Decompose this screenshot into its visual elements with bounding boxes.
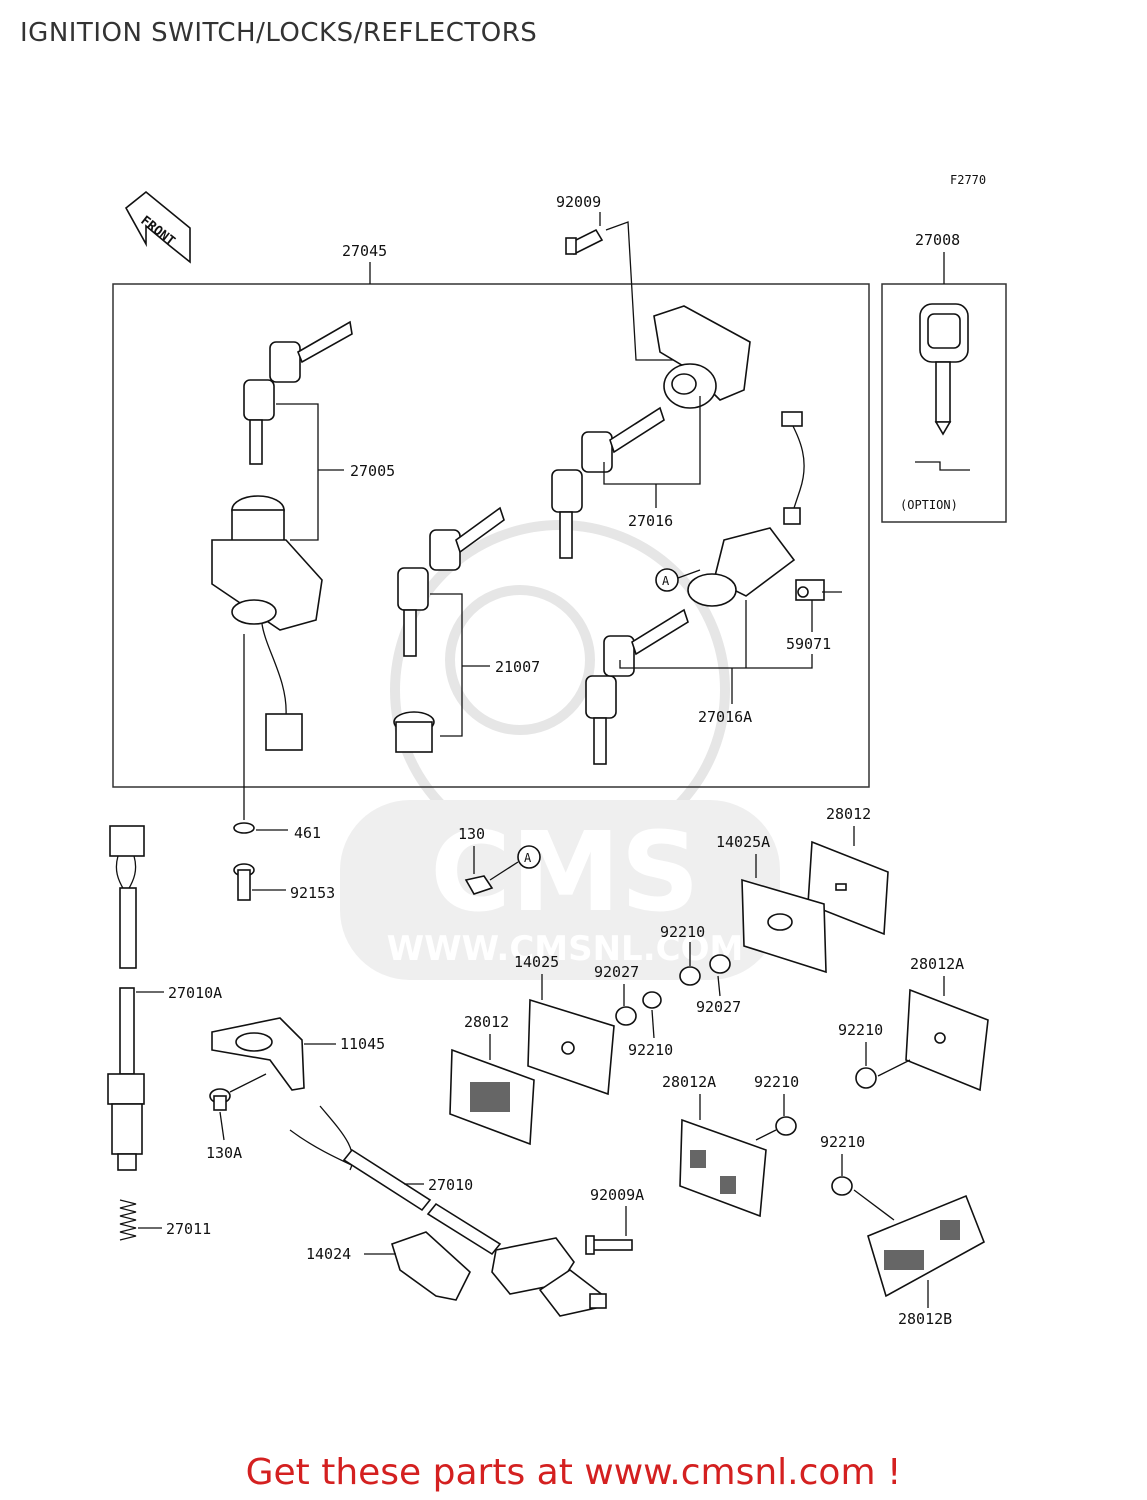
label-14025A: 14025A bbox=[716, 833, 770, 851]
cmsnl-watermark: CMS WWW.CMSNL.COM bbox=[340, 520, 780, 980]
helmet-lock-icon bbox=[687, 411, 805, 607]
figure-code: F2770 bbox=[950, 173, 986, 187]
label-27045: 27045 bbox=[342, 242, 387, 260]
label-27010A: 27010A bbox=[168, 984, 222, 1002]
callout-a-1 bbox=[655, 568, 679, 592]
label-92210-d: 92210 bbox=[754, 1073, 799, 1091]
label-11045: 11045 bbox=[340, 1035, 385, 1053]
label-27016: 27016 bbox=[628, 512, 673, 530]
key-set-27005-icon bbox=[243, 320, 353, 465]
screw-92009A-icon bbox=[585, 1235, 633, 1255]
seat-lock-actuator-icon bbox=[491, 1237, 607, 1317]
label-92009: 92009 bbox=[556, 193, 601, 211]
label-92153: 92153 bbox=[290, 884, 335, 902]
label-461: 461 bbox=[294, 824, 321, 842]
label-21007: 21007 bbox=[495, 658, 540, 676]
nut-92210-a-icon bbox=[679, 966, 701, 986]
label-92210-c: 92210 bbox=[628, 1041, 673, 1059]
washer-461-icon bbox=[233, 822, 255, 834]
callout-a-label-1: A bbox=[662, 574, 670, 588]
nut-92210-d-icon bbox=[775, 1116, 797, 1136]
key-set-27016A-icon bbox=[585, 608, 689, 765]
promo-link[interactable]: Get these parts at www.cmsnl.com ! bbox=[245, 1452, 902, 1493]
label-92210-b: 92210 bbox=[838, 1021, 883, 1039]
reflector-28012A-right-icon bbox=[905, 988, 989, 1092]
label-14025: 14025 bbox=[514, 953, 559, 971]
label-130A: 130A bbox=[206, 1144, 242, 1162]
spring-27011-icon bbox=[119, 1199, 137, 1241]
reflector-28012-mid-icon bbox=[449, 1048, 535, 1146]
bracket-11045-icon bbox=[211, 1017, 305, 1091]
clip-59071-icon bbox=[795, 579, 825, 601]
option-label: (OPTION) bbox=[900, 498, 958, 512]
callout-a-label-2: A bbox=[524, 851, 532, 865]
label-28012-mid: 28012 bbox=[464, 1013, 509, 1031]
reflector-28012A-mid-icon bbox=[679, 1118, 767, 1218]
bracket-14025-icon bbox=[527, 998, 615, 1096]
reflector-28012B-icon bbox=[867, 1194, 986, 1298]
front-arrow-icon: FRONT bbox=[124, 190, 191, 264]
cable-27010-icon bbox=[289, 1105, 502, 1256]
label-92210-e: 92210 bbox=[820, 1133, 865, 1151]
page-title: IGNITION SWITCH/LOCKS/REFLECTORS bbox=[20, 18, 538, 48]
screw-92009-icon bbox=[565, 228, 604, 256]
ignition-switch-icon bbox=[211, 495, 323, 751]
key-set-21007-icon bbox=[397, 506, 505, 657]
label-28012B: 28012B bbox=[898, 1310, 952, 1328]
label-27016A: 27016A bbox=[698, 708, 752, 726]
label-130: 130 bbox=[458, 825, 485, 843]
label-28012A-right: 28012A bbox=[910, 955, 964, 973]
option-key-icon bbox=[915, 303, 970, 471]
lock-cap-icon bbox=[393, 711, 435, 753]
label-92009A: 92009A bbox=[590, 1186, 644, 1204]
label-28012A-mid: 28012A bbox=[662, 1073, 716, 1091]
callout-a-2 bbox=[517, 845, 541, 869]
bolt-130A-icon bbox=[209, 1088, 231, 1111]
label-14024: 14024 bbox=[306, 1245, 351, 1263]
bolt-130-icon bbox=[464, 875, 494, 895]
kit-27045-box bbox=[112, 283, 870, 788]
watermark-url: WWW.CMSNL.COM bbox=[387, 929, 744, 969]
collar-92027-a-icon bbox=[615, 1006, 637, 1026]
screw-92153-icon bbox=[233, 863, 255, 901]
label-27011: 27011 bbox=[166, 1220, 211, 1238]
cover-14024-icon bbox=[391, 1231, 471, 1301]
label-28012-top: 28012 bbox=[826, 805, 871, 823]
seat-lock-bracket-icon bbox=[653, 305, 751, 409]
label-92027-b: 92027 bbox=[696, 998, 741, 1016]
label-27008: 27008 bbox=[915, 231, 960, 249]
connector-plug-icon bbox=[109, 825, 145, 969]
label-59071: 59071 bbox=[786, 635, 831, 653]
label-92210-a: 92210 bbox=[660, 923, 705, 941]
label-92027-a: 92027 bbox=[594, 963, 639, 981]
switch-27010A-icon bbox=[107, 987, 145, 1171]
label-27005: 27005 bbox=[350, 462, 395, 480]
collar-92027-b-icon bbox=[709, 954, 731, 974]
bracket-14025A-icon bbox=[741, 878, 827, 974]
watermark-logo: CMS bbox=[430, 808, 699, 936]
nut-92210-e-icon bbox=[831, 1176, 853, 1196]
reflector-28012-top-icon bbox=[807, 840, 889, 936]
label-27010: 27010 bbox=[428, 1176, 473, 1194]
nut-92210-b-icon bbox=[855, 1067, 877, 1089]
nut-92210-c-icon bbox=[642, 991, 662, 1009]
